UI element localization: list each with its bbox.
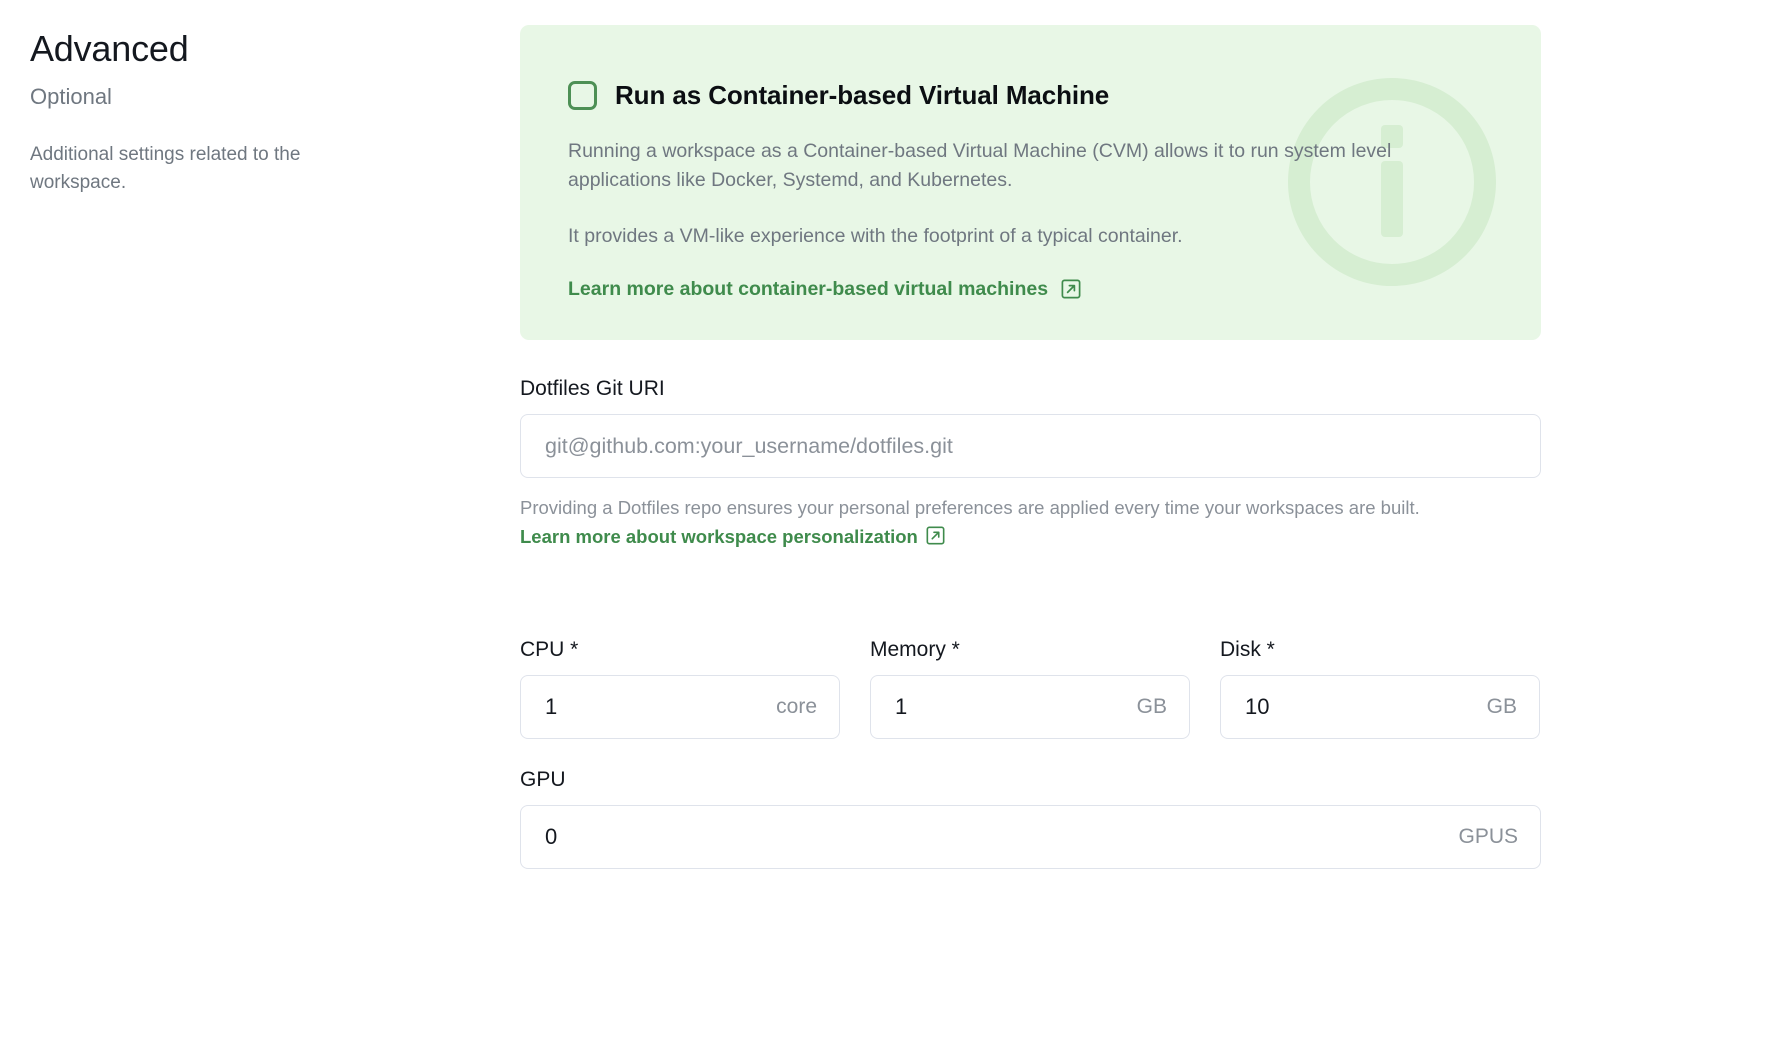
page-title: Advanced xyxy=(30,28,189,69)
disk-value: 10 xyxy=(1245,693,1270,719)
disk-label: Disk * xyxy=(1220,637,1275,661)
disk-field-block: Disk * 10 GB xyxy=(1220,637,1540,739)
cpu-label: CPU * xyxy=(520,637,579,661)
resource-fields-row: CPU * 1 core Memory * 1 GB Disk * 10 GB xyxy=(520,637,1541,739)
dotfiles-helper-text: Providing a Dotfiles repo ensures your p… xyxy=(520,494,1425,551)
memory-field-block: Memory * 1 GB xyxy=(870,637,1190,739)
external-link-icon xyxy=(1061,279,1081,299)
settings-form: Run as Container-based Virtual Machine R… xyxy=(520,25,1541,869)
gpu-field-block: GPU 0 GPUS xyxy=(520,767,1541,869)
workspace-personalization-link[interactable]: Learn more about workspace personalizati… xyxy=(520,525,918,547)
dotfiles-field-block: Dotfiles Git URI git@github.com:your_use… xyxy=(520,376,1541,552)
cvm-paragraph-2: It provides a VM-like experience with th… xyxy=(568,224,1183,247)
gpu-unit: GPUS xyxy=(1458,824,1518,848)
gpu-value: 0 xyxy=(545,823,558,849)
section-optional-label: Optional xyxy=(30,84,112,110)
cpu-field-block: CPU * 1 core xyxy=(520,637,840,739)
dotfiles-placeholder: git@github.com:your_username/dotfiles.gi… xyxy=(545,433,953,458)
cvm-callout: Run as Container-based Virtual Machine R… xyxy=(520,25,1541,340)
cpu-unit: core xyxy=(776,694,817,718)
gpu-input[interactable]: 0 GPUS xyxy=(520,804,1541,869)
dotfiles-label: Dotfiles Git URI xyxy=(520,377,665,400)
disk-input[interactable]: 10 GB xyxy=(1220,674,1540,739)
disk-unit: GB xyxy=(1486,694,1517,718)
section-intro: Advanced Optional Additional settings re… xyxy=(30,28,470,198)
gpu-label: GPU xyxy=(520,767,566,791)
dotfiles-helper-prefix: Providing a Dotfiles repo ensures your p… xyxy=(520,497,1420,519)
memory-label: Memory * xyxy=(870,637,960,661)
memory-unit: GB xyxy=(1136,694,1167,718)
dotfiles-git-uri-input[interactable]: git@github.com:your_username/dotfiles.gi… xyxy=(520,414,1541,479)
external-link-icon xyxy=(926,526,945,545)
memory-value: 1 xyxy=(895,693,908,719)
cvm-learn-more-row[interactable]: Learn more about container-based virtual… xyxy=(568,278,1081,301)
run-as-cvm-checkbox[interactable] xyxy=(568,81,597,110)
cpu-value: 1 xyxy=(545,693,558,719)
cvm-checkbox-row[interactable]: Run as Container-based Virtual Machine xyxy=(568,80,1481,111)
cpu-input[interactable]: 1 core xyxy=(520,674,840,739)
section-description: Additional settings related to the works… xyxy=(30,143,301,194)
cvm-learn-more-link[interactable]: Learn more about container-based virtual… xyxy=(568,277,1049,300)
cvm-title: Run as Container-based Virtual Machine xyxy=(615,80,1110,110)
memory-input[interactable]: 1 GB xyxy=(870,674,1190,739)
cvm-paragraph-1: Running a workspace as a Container-based… xyxy=(568,140,1392,191)
